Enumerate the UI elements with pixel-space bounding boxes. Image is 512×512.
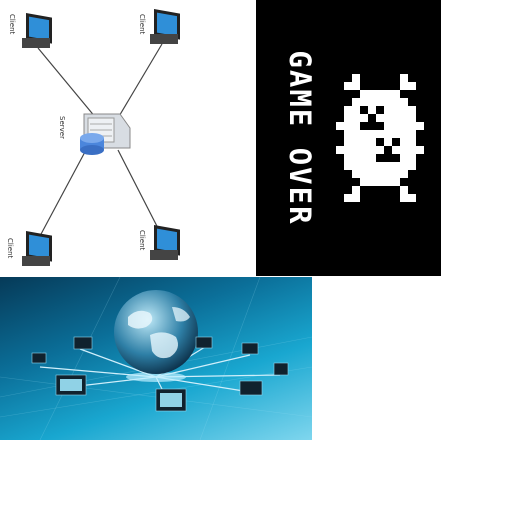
space-invader-icon (336, 74, 424, 202)
global-network-illustration (0, 277, 312, 440)
client-computer-icon (150, 9, 180, 44)
client-label: Client (138, 14, 146, 35)
game-over-panel: GAME OVER (256, 0, 441, 276)
server-label: Server (58, 116, 66, 139)
globe-icon (114, 290, 198, 374)
game-over-text: GAME OVER (283, 50, 317, 226)
global-network-panel (0, 277, 312, 440)
client-computer-icon (150, 225, 180, 260)
network-lines (37, 43, 163, 237)
client-server-diagram: Server Client Client Client Client (0, 0, 256, 276)
client-label: Client (6, 238, 14, 259)
client-computer-icon (22, 231, 52, 266)
server-icon (80, 113, 131, 155)
client-computer-icon (22, 13, 52, 48)
client-label: Client (8, 14, 16, 35)
client-label: Client (138, 230, 146, 251)
